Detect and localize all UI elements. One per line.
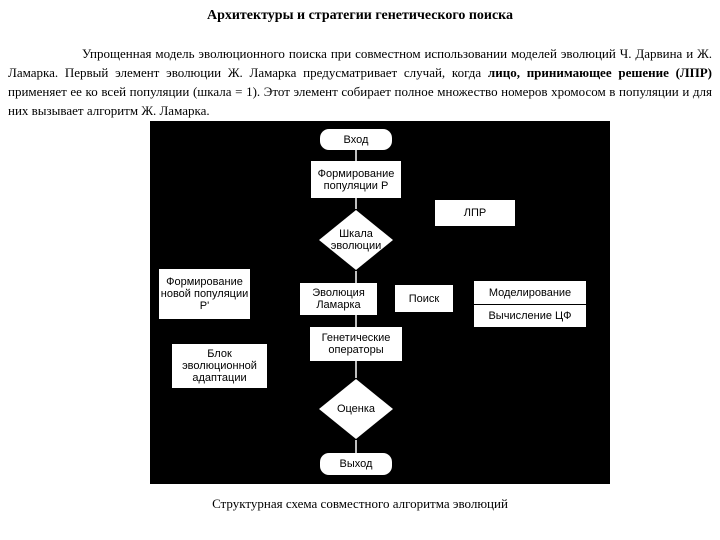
paragraph-text-2: применяет ее ко всей популяции (шкала = … (8, 84, 712, 118)
modeling-label: Моделирование (488, 286, 572, 299)
diagram-caption: Структурная схема совместного алгоритма … (212, 496, 508, 511)
form-population-node: Формирование популяции Р (311, 161, 401, 198)
exit-node: Выход (320, 453, 392, 475)
lamarck-evolution-node: Эволюция Ламарка (300, 283, 377, 315)
scale-decision-label: Шкала эволюции (330, 228, 382, 252)
scale-decision-diamond (319, 210, 393, 270)
fitness-label: Вычисление ЦФ (488, 309, 572, 322)
search-node: Поиск (395, 285, 453, 312)
lpr-node: ЛПР (435, 200, 515, 226)
document-title: Архитектуры и стратегии генетического по… (206, 8, 514, 23)
flowchart-diagram: Вход Формирование популяции Р ЛПР Шкала … (150, 121, 610, 484)
intro-paragraph: Упрощенная модель эволюционного поиска п… (8, 44, 712, 120)
adaptation-block-node: Блок эволюционной адаптации (172, 344, 267, 388)
paragraph-text-1: Упрощенная модель эволюционного поиска п… (8, 46, 712, 80)
modeling-divider (474, 304, 586, 305)
flowchart-connectors (355, 150, 357, 453)
paragraph-bold-text: лицо, принимающее решение (ЛПР) (487, 65, 712, 80)
genetic-operators-node: Генетические операторы (310, 327, 402, 361)
entry-node: Вход (320, 129, 392, 150)
evaluation-diamond (319, 379, 393, 439)
evaluation-label: Оценка (336, 403, 376, 415)
form-new-population-node: Формирование новой популяции Р' (159, 269, 250, 319)
